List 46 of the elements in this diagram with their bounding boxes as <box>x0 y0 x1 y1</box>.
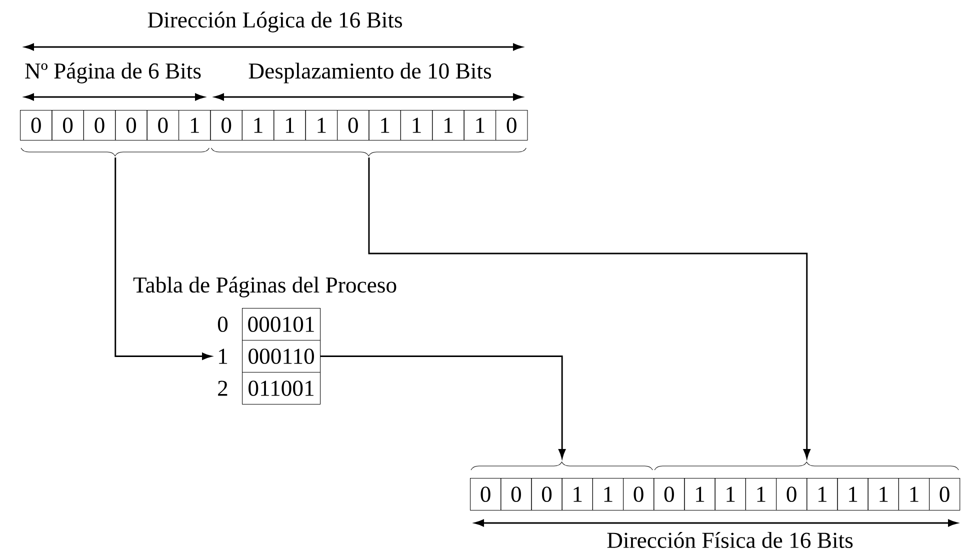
bit-cell: 0 <box>83 110 116 141</box>
bit-cell: 0 <box>654 478 685 511</box>
row-index: 0 <box>218 316 228 332</box>
dimension-label: Nº Página de 6 Bits <box>25 62 201 84</box>
bit-cell: 1 <box>368 110 401 141</box>
row-index: 2 <box>218 380 228 396</box>
bit-cell: 1 <box>806 478 838 511</box>
bit-cell: 1 <box>432 110 464 141</box>
bit-cell: 0 <box>776 478 808 511</box>
bit-cell: 0 <box>929 478 960 511</box>
bit-cell: 0 <box>470 478 502 511</box>
bit-cell: 0 <box>146 110 180 141</box>
bit-cell: 1 <box>868 478 899 511</box>
row-index: 1 <box>219 348 228 364</box>
bit-cell: 1 <box>178 110 211 141</box>
bit-cell: 1 <box>305 110 338 141</box>
table-cell: 000101 <box>242 308 321 341</box>
bit-cell: 0 <box>20 110 52 141</box>
bit-cell: 1 <box>464 110 496 141</box>
bit-cell: 0 <box>115 110 148 141</box>
bit-cell: 1 <box>745 478 777 511</box>
table-title: Tabla de Páginas del Proceso <box>133 276 396 298</box>
bit-cell: 1 <box>837 478 868 511</box>
bit-cell: 0 <box>623 478 654 511</box>
bit-cell: 0 <box>496 110 528 141</box>
dimension-label: Dirección Física de 16 Bits <box>607 532 853 548</box>
table-cell: 011001 <box>242 372 321 405</box>
bit-cell: 1 <box>242 110 274 141</box>
table-cell: 000110 <box>242 340 321 373</box>
bit-cell: 0 <box>531 478 562 511</box>
bit-cell: 1 <box>714 478 746 511</box>
arrow <box>368 158 810 458</box>
bit-cell: 0 <box>500 478 532 511</box>
bit-cell: 1 <box>562 478 593 511</box>
bit-cell: 1 <box>592 478 624 511</box>
bit-cell: 1 <box>400 110 433 141</box>
dimension-label: Dirección Lógica de 16 Bits <box>148 12 402 32</box>
arrow <box>114 158 212 360</box>
bit-cell: 1 <box>274 110 306 141</box>
bit-cell: 0 <box>52 110 84 141</box>
bit-cell: 1 <box>684 478 716 511</box>
arrow <box>320 356 566 458</box>
bit-cell: 0 <box>337 110 370 141</box>
bit-cell: 0 <box>210 110 242 141</box>
bit-cell: 1 <box>898 478 930 511</box>
dimension-label: Desplazamiento de 10 Bits <box>248 62 492 84</box>
